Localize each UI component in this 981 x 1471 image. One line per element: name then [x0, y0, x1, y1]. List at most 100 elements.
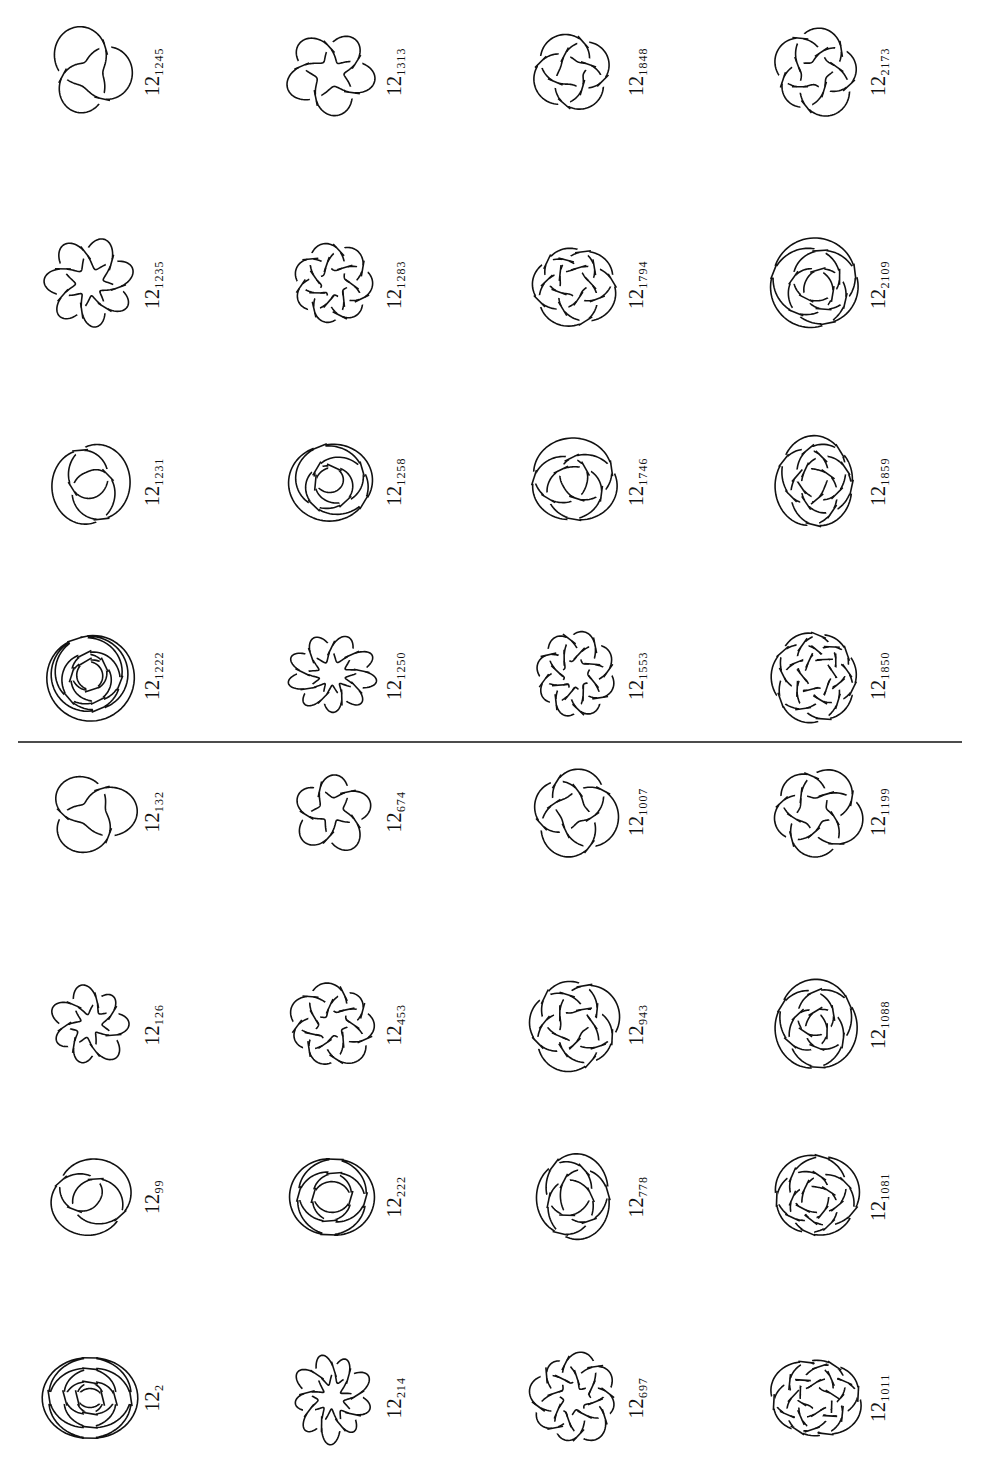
knot-label: 12₁₇₄₆ [626, 458, 646, 506]
knot-diagram [537, 632, 614, 716]
over-strand [339, 1008, 355, 1011]
over-strand [841, 462, 850, 475]
over-strand [314, 90, 317, 106]
over-strand [796, 681, 798, 697]
knot-diagram [295, 244, 372, 323]
knot-label: 12₁₃₂ [142, 792, 162, 833]
knot-diagram [290, 1158, 375, 1235]
over-strand [582, 462, 590, 476]
over-strand [819, 792, 834, 797]
over-strand [829, 666, 838, 679]
knot-label: 12₂₁₄ [384, 1378, 404, 1419]
over-strand [63, 1390, 67, 1405]
over-strand [82, 1412, 98, 1415]
over-strand [804, 773, 819, 779]
over-strand [569, 496, 584, 501]
over-strand [836, 694, 841, 709]
over-strand [778, 999, 786, 1013]
over-strand [789, 1191, 795, 1206]
over-strand [563, 650, 565, 666]
over-strand [811, 494, 823, 504]
over-strand [597, 75, 608, 86]
knot-diagram [775, 1155, 860, 1236]
over-strand [823, 1219, 835, 1230]
over-strand [857, 1386, 859, 1402]
knot-strand [54, 27, 132, 113]
over-strand [824, 646, 840, 648]
knot-label: 12₂ [142, 1385, 162, 1412]
over-strand [816, 309, 832, 310]
over-strand [828, 843, 844, 845]
over-strand [323, 832, 334, 844]
over-strand [539, 674, 548, 687]
over-strand [779, 668, 786, 682]
knot-label: 12₂₂₂ [384, 1177, 404, 1218]
knot-strand [42, 1358, 138, 1438]
over-strand [588, 1187, 595, 1202]
over-strand [785, 1214, 799, 1221]
knot-diagram [530, 981, 620, 1071]
over-strand [808, 828, 820, 839]
over-strand [552, 289, 567, 295]
over-strand [792, 1009, 804, 1020]
over-strand [547, 1426, 563, 1429]
over-strand [806, 653, 813, 667]
over-strand [82, 1426, 98, 1428]
over-strand [850, 480, 853, 496]
knot-strand [771, 1360, 861, 1435]
over-strand [101, 658, 108, 672]
over-strand [844, 646, 849, 661]
knot-strand [774, 770, 862, 857]
over-strand [85, 687, 100, 692]
over-strand [108, 1006, 116, 1020]
over-strand [361, 261, 364, 277]
over-strand [536, 818, 547, 830]
over-strand [103, 39, 108, 54]
over-strand [797, 669, 807, 682]
over-strand [828, 1371, 835, 1386]
over-strand [586, 812, 599, 821]
over-strand [778, 693, 783, 708]
over-strand [59, 69, 67, 83]
knot-strand [287, 36, 375, 115]
over-strand [324, 41, 335, 53]
over-strand [822, 1187, 835, 1196]
over-strand [558, 302, 566, 316]
over-strand [546, 1367, 547, 1383]
knot-diagram [532, 438, 617, 521]
over-strand [55, 268, 71, 270]
over-strand [813, 696, 827, 704]
knot-label: 12₁₈₅₀ [868, 652, 888, 700]
knot-diagram [534, 34, 609, 109]
over-strand [565, 687, 575, 699]
over-strand [780, 72, 785, 87]
over-strand [69, 667, 74, 682]
over-strand [818, 1433, 834, 1435]
over-strand [541, 494, 555, 502]
knot-diagram [52, 445, 130, 525]
over-strand [851, 790, 854, 806]
over-strand [81, 303, 83, 319]
knot-label: 12₁₁₉₉ [868, 788, 888, 836]
over-strand [555, 694, 557, 710]
over-strand [77, 651, 91, 658]
over-strand [574, 1370, 579, 1385]
over-strand [592, 696, 608, 698]
over-strand [541, 990, 548, 1004]
knot-strand [51, 1159, 131, 1235]
over-strand [82, 1368, 98, 1370]
knot-diagram [535, 769, 619, 857]
over-strand [75, 1390, 79, 1406]
over-strand [789, 1168, 796, 1183]
knot-strand [536, 1154, 609, 1240]
over-strand [795, 57, 801, 72]
knot-label: 12₁₀₀₇ [626, 788, 646, 836]
knot-diagram [289, 444, 373, 521]
knot-diagram [44, 239, 133, 327]
over-strand [346, 1368, 350, 1383]
over-strand [552, 775, 561, 788]
over-strand [58, 1022, 71, 1031]
over-strand [593, 259, 596, 275]
over-strand [109, 255, 113, 270]
over-strand [551, 666, 563, 677]
